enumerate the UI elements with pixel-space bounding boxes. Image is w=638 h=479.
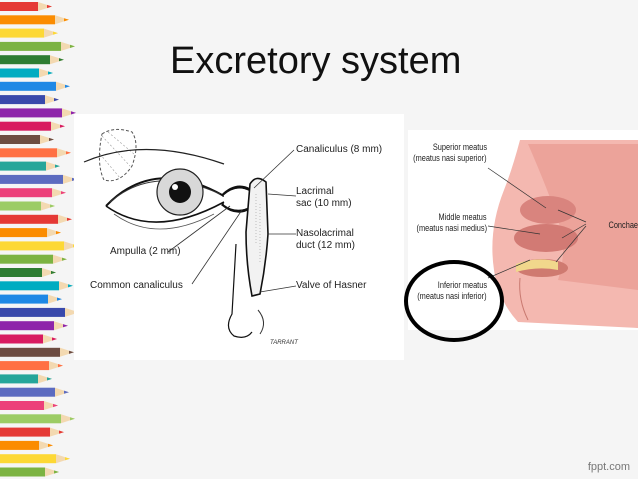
pencil-2 (0, 15, 69, 25)
colored-pencils-decoration (0, 2, 79, 477)
inferior-meatus-label-line1: Inferior meatus (437, 280, 487, 290)
pencil-19 (0, 241, 78, 251)
pencil-7 (0, 81, 70, 91)
slide-title: Excretory system (170, 40, 462, 82)
pencil-3 (0, 28, 58, 38)
pencil-5 (0, 55, 64, 65)
common-canaliculus-label: Common canaliculus (90, 280, 183, 291)
lacrimal-sac-label-line2: sac (10 mm) (296, 198, 352, 209)
pencil-8 (0, 95, 59, 105)
middle-meatus-label-line1: Middle meatus (439, 212, 487, 222)
pencil-9 (0, 108, 76, 118)
superior-meatus-label-line2: (meatus nasi superior) (413, 153, 487, 163)
pencil-12 (0, 148, 71, 158)
middle-meatus-label-line2: (meatus nasi medius) (416, 223, 487, 233)
pencil-33 (0, 427, 64, 437)
pencil-20 (0, 254, 67, 264)
pencil-17 (0, 214, 72, 224)
nasal-cavity-illustration (487, 140, 638, 328)
pencil-32 (0, 414, 75, 424)
ampulla-label: Ampulla (2 mm) (110, 246, 181, 257)
inferior-meatus-label-line2: (meatus nasi inferior) (417, 291, 487, 301)
pencil-1 (0, 2, 52, 11)
illustrator-signature: TARRANT (270, 340, 298, 346)
canaliculus-label: Canaliculus (8 mm) (296, 144, 383, 155)
nasolacrimal-duct-label-line1: Nasolacrimal (296, 228, 354, 239)
conchae-label: Conchae (608, 220, 638, 230)
pencil-26 (0, 334, 57, 344)
nasal-meatus-diagram: Superior meatus (meatus nasi superior) M… (408, 130, 638, 330)
pencil-13 (0, 161, 60, 171)
pencil-14 (0, 174, 77, 184)
lacrimal-drainage-diagram: Canaliculus (8 mm) Lacrimal sac (10 mm) … (74, 114, 404, 360)
watermark: fppt.com (587, 461, 630, 473)
pencil-36 (0, 467, 59, 477)
pencil-6 (0, 68, 53, 78)
pencil-28 (0, 361, 63, 371)
pencil-11 (0, 135, 54, 144)
lacrimal-sac-label-line1: Lacrimal (296, 186, 334, 197)
pencil-30 (0, 387, 69, 397)
pencil-21 (0, 268, 56, 277)
pencil-25 (0, 321, 68, 331)
pencil-34 (0, 440, 53, 450)
pencil-35 (0, 454, 70, 464)
pencil-31 (0, 401, 58, 410)
pencil-18 (0, 228, 61, 238)
nasolacrimal-duct-label-line2: duct (12 mm) (296, 240, 355, 251)
superior-meatus-label-line1: Superior meatus (432, 142, 487, 152)
pencil-15 (0, 188, 66, 198)
pencil-16 (0, 201, 55, 211)
pencil-22 (0, 281, 73, 291)
valve-of-hasner-label: Valve of Hasner (296, 280, 367, 291)
pencil-10 (0, 121, 65, 131)
pencil-24 (0, 307, 79, 317)
pencil-4 (0, 41, 75, 51)
lacrimal-drainage-illustration (83, 128, 297, 338)
pencil-27 (0, 347, 74, 357)
pencil-23 (0, 294, 62, 304)
pencil-29 (0, 374, 52, 384)
